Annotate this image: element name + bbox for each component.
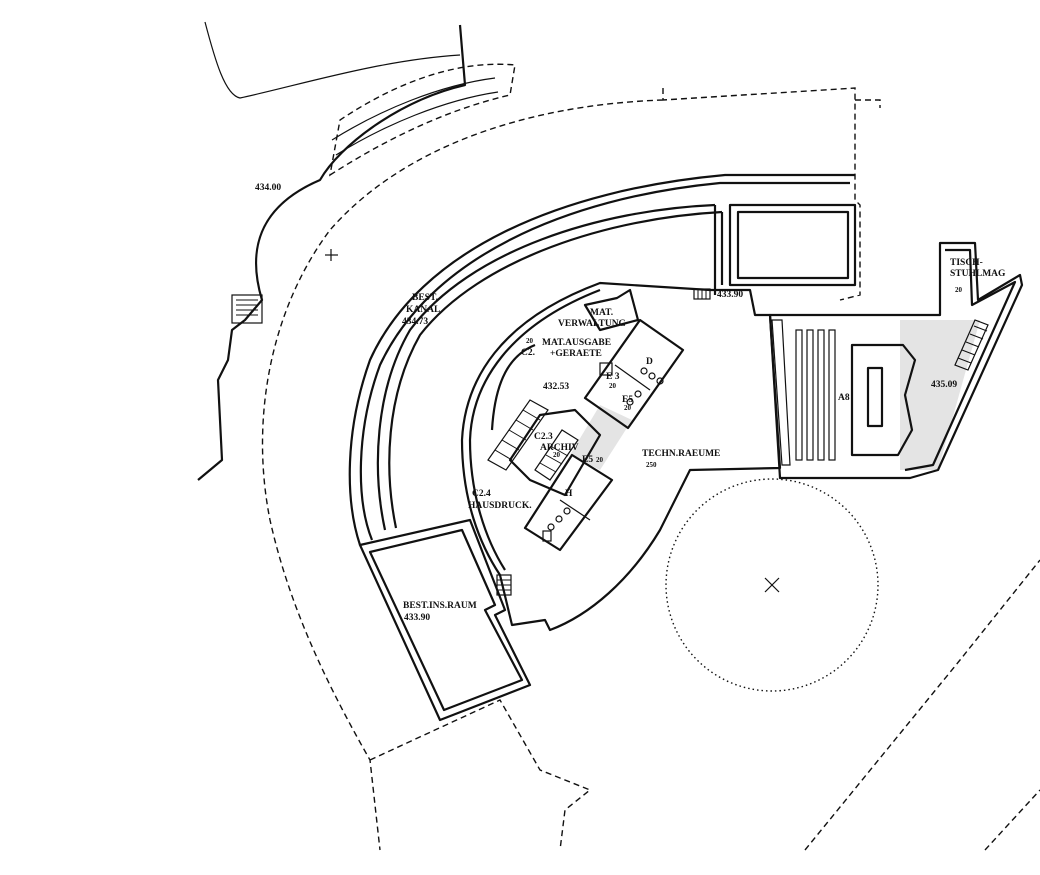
main-building <box>348 173 1024 722</box>
e5-upper-num-label: 20 <box>624 404 632 412</box>
bestand-kanal-label-1: BEST. <box>412 293 438 303</box>
site-context <box>197 21 516 481</box>
upper-right-block <box>728 203 857 287</box>
wc-fixtures-lower <box>542 507 571 542</box>
best-ins-raum <box>358 518 532 722</box>
upper-right-block-inner <box>736 210 850 280</box>
inner-curved-wall-2 <box>388 210 723 529</box>
e5-upper-label: E5 <box>622 395 633 405</box>
inner-curved-wall <box>376 203 716 531</box>
mat-verwaltung-label-2: VERWALTUNG <box>558 319 627 329</box>
best-ins-raum-inner <box>368 528 524 712</box>
c24-hausdruck-label-2: HAUSDRUCK. <box>468 501 532 511</box>
techn-raeume-outline <box>460 281 782 632</box>
stair-west <box>231 294 263 324</box>
bestand-kanal-label-3: 434.73 <box>402 317 428 327</box>
level-43390-top-label: 433.90 <box>717 290 743 300</box>
best-ins-raum-label-2: 433.90 <box>404 613 430 623</box>
core-archiv <box>508 408 602 497</box>
techn-num-label: 250 <box>646 461 657 469</box>
bestand-kanal-label-2: KANAL <box>406 305 440 315</box>
a8-seating-rows <box>771 319 836 466</box>
e3-num-label: 20 <box>609 382 617 390</box>
stair-southwest <box>496 574 512 596</box>
e5-lower-num-label: 20 <box>596 456 604 464</box>
core-service-block <box>583 318 685 430</box>
d-room-label: D <box>646 357 653 367</box>
outer-curved-wall <box>348 173 855 546</box>
h-room-label: H <box>565 489 573 499</box>
channel-outline-dashed <box>329 63 516 177</box>
existing-channel-wall-inner <box>331 77 496 141</box>
tisch-label-2: STUHLMAG <box>950 269 1006 279</box>
core-h-block <box>523 453 614 552</box>
a8-label: A8 <box>838 393 850 403</box>
stair-archiv <box>487 399 579 481</box>
a8-stage <box>850 343 917 457</box>
site-boundary-dashed <box>261 87 1040 851</box>
road-curve <box>204 21 461 99</box>
techn-raeume-label: TECHN.RAEUME <box>642 449 720 459</box>
mat-ausgabe-label-1: MAT.AUSGABE <box>542 338 611 348</box>
core-mat-verwaltung <box>583 288 640 332</box>
c23-num-label: 20 <box>553 451 561 459</box>
core-curve-wall <box>490 343 536 431</box>
room-labels: 434.00 BEST. KANAL 434.73 433.90 MAT. VE… <box>255 183 1006 623</box>
c24-hausdruck-label-1: C2.4 <box>472 489 491 499</box>
e3-label: E 3 <box>606 372 620 382</box>
east-wing-inner <box>904 248 1017 472</box>
tisch-num-label: 20 <box>955 286 963 294</box>
c2-num-label: 20 <box>526 337 534 345</box>
e5-lower-label: E5 <box>582 455 593 465</box>
stair-north-small <box>693 288 711 300</box>
best-ins-raum-label-1: BEST.INS.RAUM <box>403 601 477 611</box>
level-43509-label: 435.09 <box>931 380 957 390</box>
east-wing <box>768 241 1024 480</box>
mat-ausgabe-label-2: +GERAETE <box>550 349 602 359</box>
tisch-label-1: TISCH- <box>950 258 983 268</box>
existing-channel-wall-inner-2 <box>335 91 499 156</box>
c23-archiv-label-2: ARCHIV <box>540 443 579 453</box>
level-43400-label: 434.00 <box>255 183 281 193</box>
mat-verwaltung-label-1: MAT. <box>590 308 613 318</box>
level-43253-label: 432.53 <box>543 382 569 392</box>
shaded-east-zone <box>900 320 980 470</box>
c2-code-label: C2. <box>521 348 535 358</box>
a8-stage-inner <box>866 366 884 428</box>
outer-curved-wall-inner <box>359 181 850 541</box>
wc-fixtures-upper <box>626 367 664 406</box>
dotted-circle <box>665 478 879 692</box>
c23-archiv-label-1: C2.3 <box>534 432 553 442</box>
stair-east <box>954 319 989 371</box>
techn-raeume-outline-inner <box>468 288 601 571</box>
